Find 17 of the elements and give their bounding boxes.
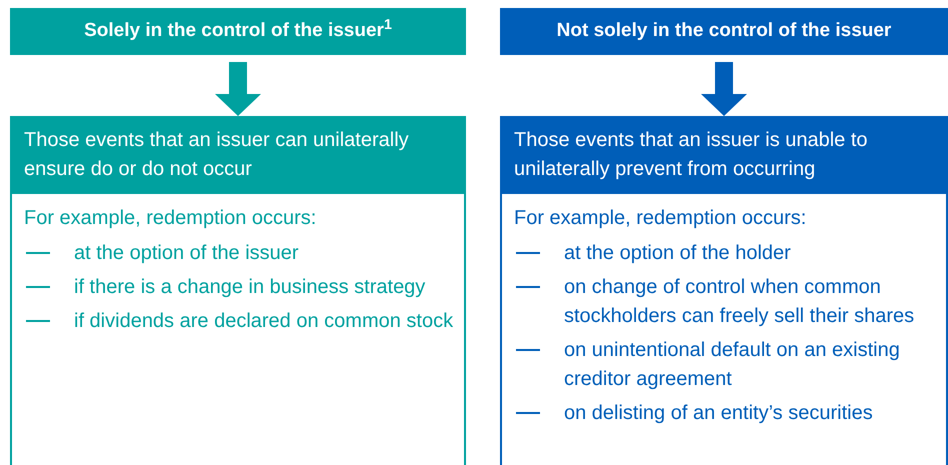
list-item: at the option of the issuer bbox=[74, 241, 300, 266]
intro-text: For example, redemption occurs: bbox=[513, 206, 808, 231]
content-panel bbox=[500, 116, 948, 465]
header-title: Solely in the control of the issuer$^{1}$ bbox=[84, 17, 392, 44]
block-arrow bbox=[215, 62, 261, 116]
header-title: Not solely in the control of the issuer bbox=[556, 19, 892, 44]
panel-heading: Those events that an issuer can unilaterally ensure do or do not occur bbox=[24, 128, 410, 182]
block-arrow bbox=[701, 62, 747, 116]
content-panel bbox=[10, 116, 466, 465]
list-item: at the option of the holder bbox=[564, 241, 792, 266]
list-item: if dividends are declared on common stock bbox=[74, 309, 454, 334]
header-bar bbox=[10, 8, 466, 55]
panel-heading: Those events that an issuer is unable to unilaterally prevent from occurring bbox=[514, 128, 869, 182]
header-bar bbox=[500, 8, 948, 55]
intro-text: For example, redemption occurs: bbox=[23, 206, 318, 231]
list-item: on delisting of an entity’s securities bbox=[564, 401, 874, 426]
list-item: if there is a change in business strategy bbox=[74, 275, 426, 300]
